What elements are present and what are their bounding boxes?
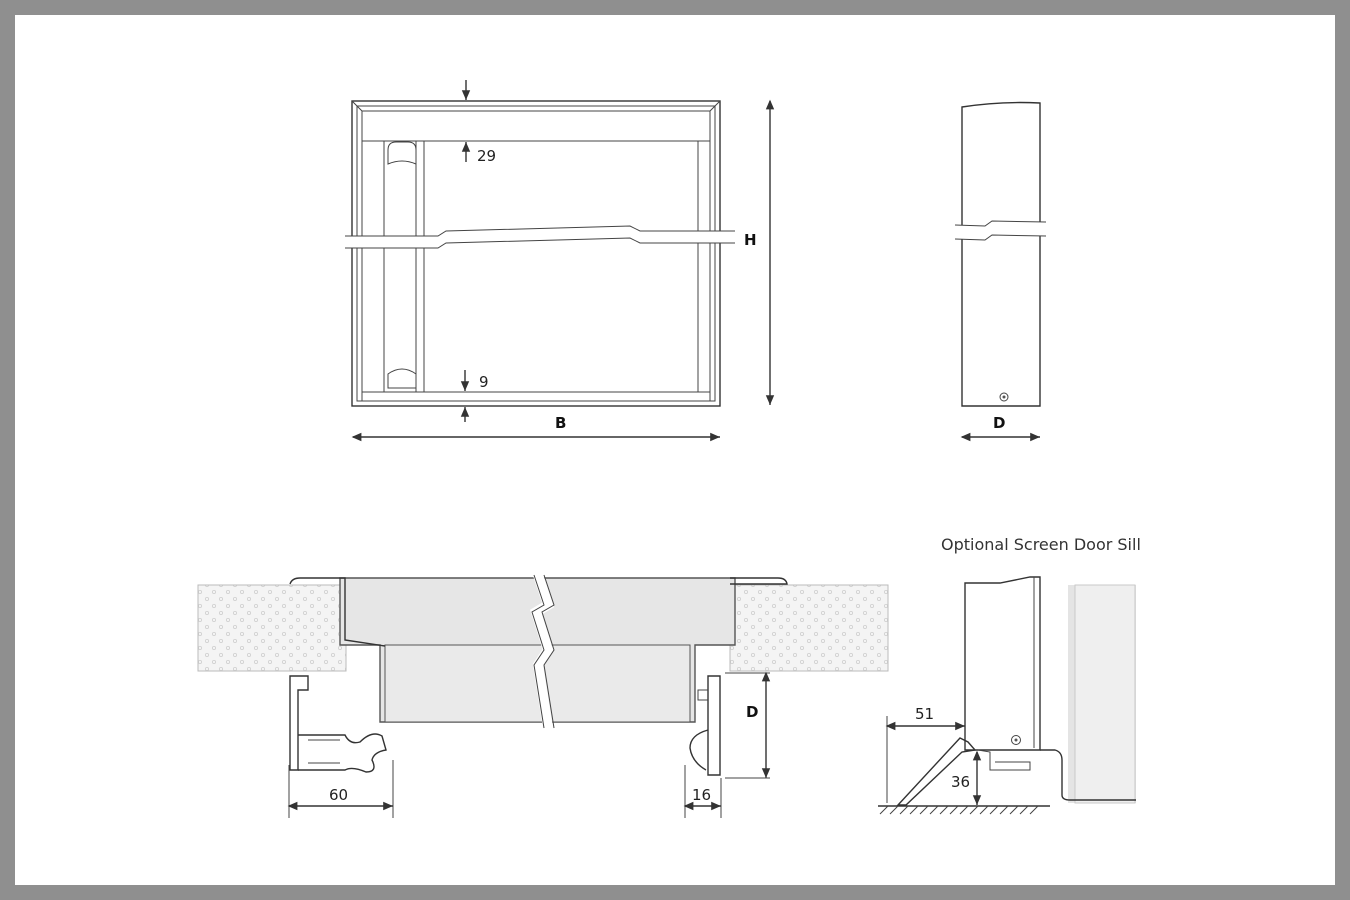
rail-right-label: 16 [692, 786, 711, 804]
right-guide-profile [689, 675, 721, 776]
bottom-gap-label: 9 [479, 373, 489, 391]
dim-depth-section: D [725, 671, 771, 779]
depth-side-label: D [993, 414, 1005, 432]
left-guide-profile [289, 675, 387, 773]
top-gap-label: 29 [477, 147, 496, 165]
section-view [197, 573, 889, 776]
sill-detail [878, 576, 1136, 815]
dim-width: B [351, 414, 720, 442]
dim-depth-side: D [960, 414, 1040, 442]
drawing-frame: 29 9 B H D [15, 15, 1335, 885]
sill-title: Optional Screen Door Sill [941, 535, 1141, 554]
sill-height-label: 36 [951, 773, 970, 791]
depth-section-label: D [746, 703, 758, 721]
dim-height: H [744, 99, 775, 405]
dim-rail-right: 16 [683, 765, 722, 818]
height-label: H [744, 231, 757, 249]
dim-top-gap: 29 [461, 80, 496, 165]
side-view [954, 101, 1047, 407]
rail-left-label: 60 [329, 786, 348, 804]
sill-offset-label: 51 [915, 705, 934, 723]
dim-bottom-gap: 9 [460, 370, 489, 422]
dim-sill-offset: 51 [885, 705, 965, 803]
dim-sill-height: 36 [951, 750, 982, 805]
front-view [345, 100, 735, 407]
width-label: B [555, 414, 566, 432]
dim-rail-left: 60 [287, 760, 394, 818]
